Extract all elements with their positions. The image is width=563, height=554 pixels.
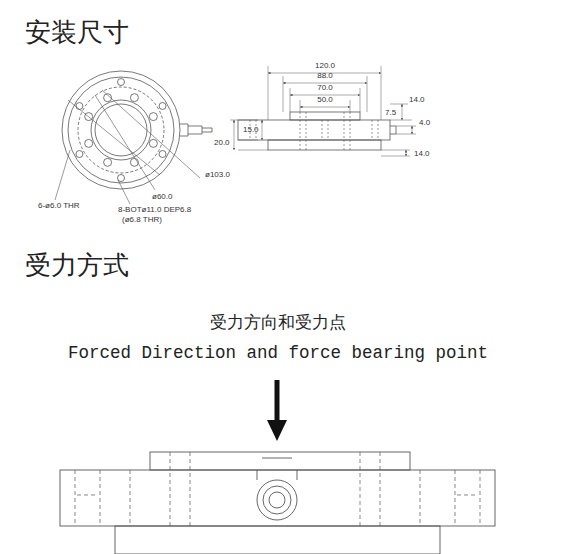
dimension: 50.0 bbox=[317, 96, 333, 105]
dimension: 120.0 bbox=[315, 62, 335, 71]
side-view bbox=[230, 66, 416, 156]
through-hole bbox=[76, 103, 83, 110]
diameter-callout: ø103.0 bbox=[205, 171, 230, 180]
dimension: 20.0 bbox=[214, 139, 230, 148]
diameter-callout: ø60.0 bbox=[152, 193, 172, 202]
dimension: 7.5 bbox=[385, 109, 396, 118]
bolt-hole bbox=[130, 158, 138, 166]
section-heading: 受力方式 bbox=[25, 251, 129, 280]
bolt-hole bbox=[85, 139, 93, 147]
hole-callout: (ø6.8 THR) bbox=[122, 216, 162, 225]
bolt-hole bbox=[104, 158, 112, 166]
force-view bbox=[60, 380, 495, 554]
through-hole bbox=[118, 175, 125, 182]
section-heading: 安装尺寸 bbox=[25, 18, 129, 47]
through-hole bbox=[159, 103, 166, 110]
through-hole bbox=[159, 151, 166, 158]
top-view bbox=[55, 71, 212, 204]
dimension: 14.0 bbox=[414, 150, 430, 159]
dimension: 88.0 bbox=[317, 72, 333, 81]
bolt-hole bbox=[104, 94, 112, 102]
through-hole bbox=[118, 79, 125, 86]
bolt-hole bbox=[149, 139, 157, 147]
hole-callout: 8-BOTø11.0 DEP6.8 bbox=[118, 206, 191, 215]
bolt-hole bbox=[130, 94, 138, 102]
through-hole bbox=[76, 151, 83, 158]
dimension: 4.0 bbox=[419, 119, 430, 128]
bolt-hole bbox=[149, 113, 157, 121]
bolt-hole bbox=[85, 113, 93, 121]
caption-text: Forced Direction and force bearing point bbox=[68, 344, 488, 363]
dimension: 70.0 bbox=[317, 84, 333, 93]
hole-callout: 6-ø6.0 THR bbox=[38, 202, 80, 211]
caption-text: 受力方向和受力点 bbox=[210, 313, 346, 332]
dimension: 14.0 bbox=[409, 96, 425, 105]
dimension: 15.0 bbox=[243, 126, 259, 135]
